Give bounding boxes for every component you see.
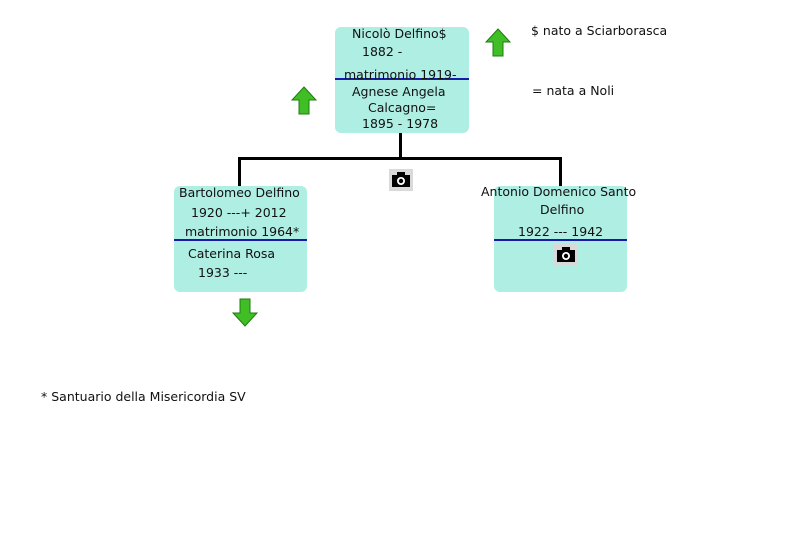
root-marriage: matrimonio 1919- [344,67,457,82]
note-dollar: $ nato a Sciarborasca [531,23,668,38]
child2-name-line2: Delfino [540,202,585,217]
child1-marriage: matrimonio 1964* [185,224,300,239]
connector-vertical-left [238,157,241,187]
note-asterisk: * Santuario della Misericordia SV [41,389,246,404]
root-dates: 1882 - [362,44,403,59]
child1-name: Bartolomeo Delfino [179,185,300,200]
root-spouse-line2: Calcagno= [368,100,437,115]
root-name: Nicolò Delfino$ [352,26,447,41]
camera-icon[interactable] [554,244,578,266]
root-spouse-line1: Agnese Angela [352,84,446,99]
connector-vertical-right [559,157,562,187]
connector-vertical-root [399,133,402,159]
child2-dates: 1922 --- 1942 [518,224,604,239]
connector-horizontal [238,157,562,160]
child1-spouse-dates: 1933 --- [198,265,248,280]
arrow-up-icon[interactable] [291,86,317,116]
child1-spouse: Caterina Rosa [188,246,276,261]
root-separator [335,78,469,80]
child1-separator [174,239,307,241]
arrow-up-icon[interactable] [485,28,511,58]
root-spouse-dates: 1895 - 1978 [362,116,439,131]
camera-icon[interactable] [389,169,413,191]
note-equals: = nata a Noli [532,83,615,98]
child2-separator [494,239,627,241]
arrow-down-icon[interactable] [232,297,258,327]
child1-dates: 1920 ---+ 2012 [191,205,287,220]
root-person-box[interactable] [335,27,469,133]
child2-name-line1: Antonio Domenico Santo [481,184,637,199]
